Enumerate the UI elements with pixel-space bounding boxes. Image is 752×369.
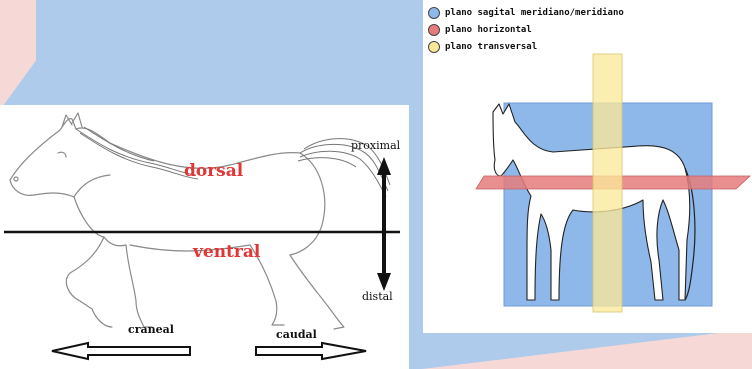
legend-swatch-transversal: [428, 41, 440, 53]
craneal-arrow: [52, 343, 190, 359]
horse-muzzle-outline: [10, 180, 74, 197]
legend-item-horizontal: plano horizontal: [428, 21, 624, 38]
anatomical-planes-diagram: plano sagital meridiano/meridiano plano …: [423, 0, 752, 333]
legend-label-sagital: plano sagital meridiano/meridiano: [445, 8, 624, 18]
label-caudal: caudal: [276, 328, 317, 341]
background-decoration: [422, 329, 752, 369]
horse-head-outline: [10, 119, 110, 180]
planes-legend: plano sagital meridiano/meridiano plano …: [428, 4, 624, 55]
label-craneal: craneal: [128, 323, 174, 336]
horse-nostril: [14, 177, 18, 181]
transversal-plane: [593, 54, 622, 312]
horse-mane: [76, 127, 198, 179]
horse-elbow-outline: [104, 237, 126, 246]
horse-front-leg-2: [126, 245, 152, 327]
horse-jaw-outline: [74, 175, 110, 197]
horse-eye: [58, 152, 66, 157]
legend-swatch-horizontal: [428, 24, 440, 36]
caudal-arrow: [256, 343, 366, 359]
label-distal: distal: [362, 290, 393, 303]
directional-terms-diagram: dorsal ventral proximal distal craneal c…: [0, 105, 409, 369]
horse-sketch: [0, 105, 409, 369]
background-decoration: [0, 0, 36, 110]
legend-label-transversal: plano transversal: [445, 42, 537, 52]
label-dorsal: dorsal: [184, 161, 243, 181]
horse-hindquarter-outline: [290, 153, 325, 255]
legend-swatch-sagital: [428, 7, 440, 19]
legend-item-sagital: plano sagital meridiano/meridiano: [428, 4, 624, 21]
label-ventral: ventral: [193, 242, 260, 262]
horse-hind-leg-2: [290, 255, 344, 329]
horse-front-leg-1: [66, 237, 112, 327]
legend-item-transversal: plano transversal: [428, 38, 624, 55]
legend-label-horizontal: plano horizontal: [445, 25, 532, 35]
proximal-distal-arrow: [377, 157, 391, 291]
label-proximal: proximal: [351, 139, 400, 152]
